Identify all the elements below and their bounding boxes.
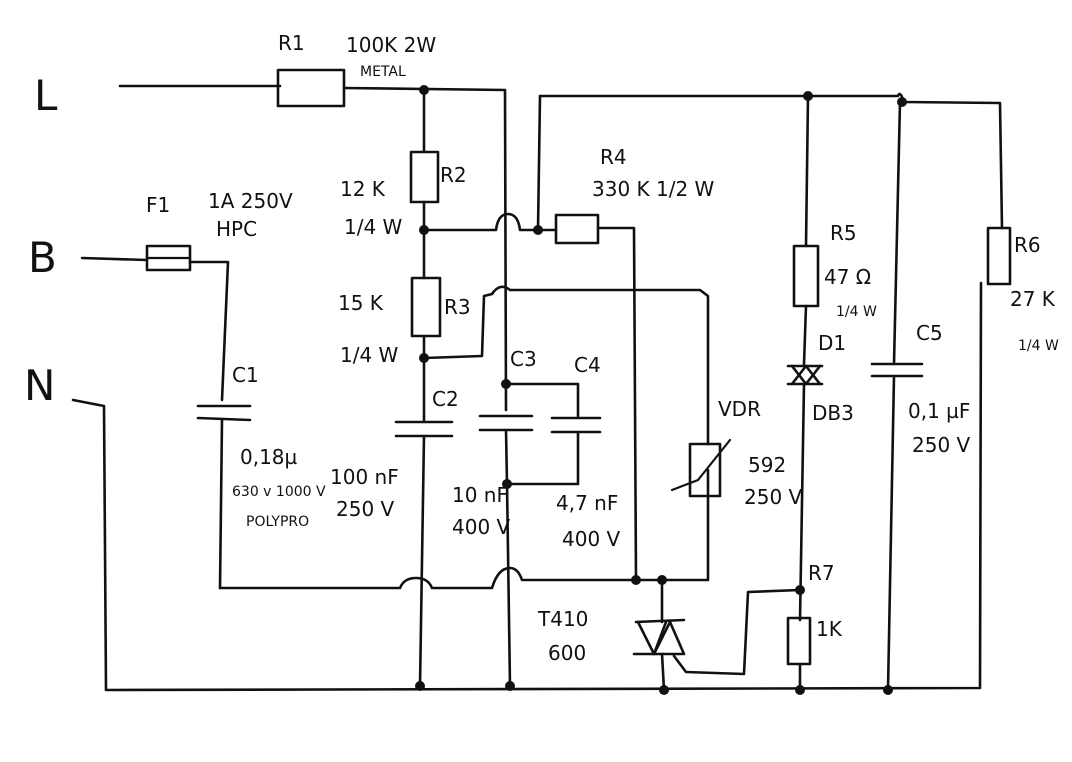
b-input-wire	[80, 256, 230, 402]
c2-voltage-label: 250 V	[336, 497, 395, 521]
r3-resistor	[410, 276, 442, 338]
c4-voltage-label: 400 V	[562, 527, 621, 551]
junction-dots	[415, 85, 907, 695]
r4-right-wire	[596, 226, 638, 582]
c3-lower-lead	[504, 428, 512, 688]
r6-power-label: 1/4 W	[1018, 338, 1059, 354]
d1-r7-lead	[798, 382, 806, 622]
vdr-varistor	[670, 438, 732, 498]
c1-voltage-label: 630 v 1000 V	[232, 484, 326, 500]
gate-bus	[218, 468, 710, 590]
f1-name-label: F1	[146, 193, 170, 217]
c4-top-lead	[504, 382, 580, 418]
r1-note-label: METAL	[360, 64, 406, 80]
triac-value-label: T410	[537, 607, 588, 631]
terminal-b-label: B	[28, 233, 57, 282]
r3-value-label: 15 K	[338, 291, 384, 315]
c4-capacitor	[550, 416, 602, 434]
r7-resistor	[786, 616, 812, 666]
c2-value-label: 100 nF	[330, 465, 399, 489]
c5-top-lead	[892, 100, 902, 366]
r2-resistor	[409, 150, 440, 204]
terminal-n-label: N	[24, 361, 55, 410]
r5-power-label: 1/4 W	[836, 304, 877, 320]
r5-name-label: R5	[830, 221, 857, 245]
r3-power-label: 1/4 W	[340, 343, 399, 367]
vdr-name-label: VDR	[718, 397, 761, 421]
f1-value-label: 1A 250V	[208, 189, 293, 213]
r7-value-label: 1K	[816, 617, 843, 641]
r4-resistor	[554, 213, 600, 245]
c3-capacitor	[478, 414, 534, 432]
d1-name-label: D1	[818, 331, 846, 355]
r1-resistor	[276, 68, 346, 108]
c2-capacitor	[394, 420, 454, 438]
r2-power-label: 1/4 W	[344, 215, 403, 239]
vdr-voltage-label: 250 V	[744, 485, 803, 509]
c2-name-label: C2	[432, 387, 459, 411]
r1-name-label: R1	[278, 31, 305, 55]
r4-value-label: 330 K 1/2 W	[592, 177, 715, 201]
f1-note-label: HPC	[216, 217, 257, 241]
c2-lower-lead	[418, 434, 426, 688]
r4-name-label: R4	[600, 145, 627, 169]
r2-value-label: 12 K	[340, 177, 386, 201]
triac	[632, 578, 802, 692]
triac-voltage-label: 600	[548, 641, 586, 665]
c5-value-label: 0,1 µF	[908, 399, 970, 423]
c4-value-label: 4,7 nF	[556, 491, 618, 515]
r2-name-label: R2	[440, 163, 467, 187]
r3-tap-wire	[422, 285, 710, 446]
r4-top-wire	[536, 94, 542, 232]
c4-name-label: C4	[574, 353, 601, 377]
c1-value-label: 0,18µ	[240, 445, 298, 469]
r6-name-label: R6	[1014, 233, 1041, 257]
c4-lower-lead	[504, 430, 580, 486]
c3-name-label: C3	[510, 347, 537, 371]
neutral-rail	[71, 281, 983, 692]
c1-lower-lead	[218, 418, 224, 590]
c5-lower-lead	[886, 374, 896, 692]
r5-resistor	[792, 244, 820, 308]
c3-voltage-label: 400 V	[452, 515, 511, 539]
c1-capacitor	[196, 404, 252, 422]
r5-value-label: 47 Ω	[824, 265, 871, 289]
c5-capacitor	[870, 362, 924, 378]
r2-r4-wire	[422, 212, 558, 232]
terminal-l-label: L	[34, 71, 58, 120]
r5-top-lead	[804, 94, 810, 248]
d1-value-label: DB3	[812, 401, 854, 425]
r3-name-label: R3	[444, 295, 471, 319]
r7-name-label: R7	[808, 561, 835, 585]
c5-voltage-label: 250 V	[912, 433, 971, 457]
c1-note-label: POLYPRO	[246, 514, 309, 530]
c1-name-label: C1	[232, 363, 259, 387]
c3-top-lead	[503, 88, 508, 412]
r6-value-label: 27 K	[1010, 287, 1056, 311]
vdr-value-label: 592	[748, 453, 786, 477]
r6-resistor	[986, 226, 1012, 286]
d1-diac	[786, 364, 824, 386]
c3-value-label: 10 nF	[452, 483, 508, 507]
r5-d1-lead	[802, 304, 808, 366]
c5-name-label: C5	[916, 321, 943, 345]
r1-value-label: 100K 2W	[346, 33, 436, 57]
